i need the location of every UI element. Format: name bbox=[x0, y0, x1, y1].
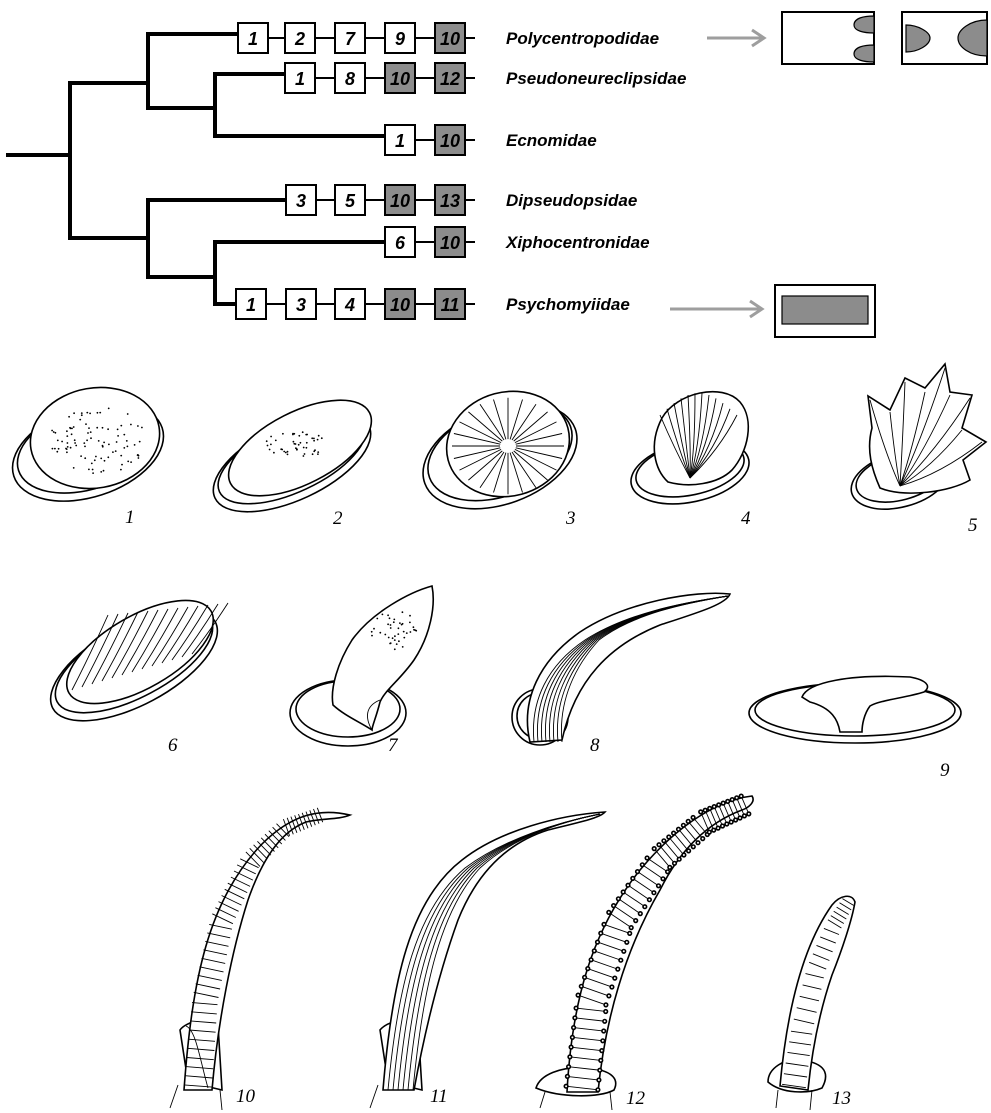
label-4: 4 bbox=[741, 508, 751, 529]
character-number: 1 bbox=[395, 131, 405, 151]
character-number: 10 bbox=[440, 233, 460, 253]
structure-drawing-2: 2 bbox=[199, 381, 386, 533]
structure-drawing-3: 3 bbox=[408, 378, 591, 529]
taxon-row-ecnomidae: 1 10 Ecnomidae bbox=[385, 125, 597, 155]
character-number: 1 bbox=[248, 29, 258, 49]
taxon-row-polycentropodidae: 1 2 7 9 10 Polycentropodidae bbox=[238, 23, 659, 53]
label-7: 7 bbox=[388, 735, 399, 756]
schematic-plate-pair bbox=[782, 12, 874, 64]
character-number: 10 bbox=[390, 191, 410, 211]
character-number: 3 bbox=[296, 191, 306, 211]
character-number: 1 bbox=[246, 295, 256, 315]
character-number: 10 bbox=[390, 295, 410, 315]
character-number: 12 bbox=[440, 69, 460, 89]
taxon-row-psychomyiidae: 1 3 4 10 11 Psychomyiidae bbox=[236, 289, 630, 319]
taxon-name: Ecnomidae bbox=[506, 131, 597, 150]
schematic-plate-lateral bbox=[902, 12, 987, 64]
structure-drawing-12: 12 bbox=[536, 794, 753, 1110]
taxon-name: Psychomyiidae bbox=[506, 295, 630, 314]
cladogram-branches bbox=[8, 34, 385, 304]
label-3: 3 bbox=[565, 508, 576, 529]
label-8: 8 bbox=[590, 735, 600, 756]
character-number: 4 bbox=[344, 295, 355, 315]
character-number: 13 bbox=[440, 191, 460, 211]
taxon-name: Pseudoneureclipsidae bbox=[506, 69, 686, 88]
label-12: 12 bbox=[626, 1088, 646, 1109]
character-number: 7 bbox=[345, 29, 356, 49]
structure-drawing-4: 4 bbox=[625, 392, 755, 529]
label-1: 1 bbox=[125, 507, 135, 528]
taxon-row-xiphocentronidae: 6 10 Xiphocentronidae bbox=[385, 227, 650, 257]
character-number: 9 bbox=[395, 29, 405, 49]
structure-drawing-8: 8 bbox=[512, 593, 730, 756]
character-number: 10 bbox=[440, 29, 460, 49]
taxon-name: Polycentropodidae bbox=[506, 29, 659, 48]
structure-drawing-6: 6 bbox=[34, 580, 234, 756]
polycentropodidae-arrow bbox=[707, 30, 764, 46]
character-number: 2 bbox=[294, 29, 305, 49]
character-number: 3 bbox=[296, 295, 306, 315]
schematic-plate-band bbox=[775, 285, 875, 337]
label-6: 6 bbox=[168, 735, 178, 756]
character-number: 10 bbox=[390, 69, 410, 89]
label-13: 13 bbox=[832, 1088, 851, 1109]
character-number: 8 bbox=[345, 69, 355, 89]
structure-drawing-7: 7 bbox=[290, 586, 433, 756]
character-number: 5 bbox=[345, 191, 356, 211]
taxon-row-dipseudopsidae: 3 5 10 13 Dipseudopsidae bbox=[286, 185, 637, 215]
psychomyiidae-arrow bbox=[670, 301, 762, 317]
character-number: 6 bbox=[395, 233, 406, 253]
label-10: 10 bbox=[236, 1086, 256, 1107]
structure-drawing-9: 9 bbox=[749, 676, 961, 781]
structure-drawing-13: 13 bbox=[768, 896, 855, 1110]
label-9: 9 bbox=[940, 760, 950, 781]
label-2: 2 bbox=[333, 508, 343, 529]
taxon-name: Dipseudopsidae bbox=[506, 191, 637, 210]
character-number: 11 bbox=[441, 295, 460, 315]
character-number: 1 bbox=[295, 69, 305, 89]
label-11: 11 bbox=[430, 1086, 448, 1107]
structure-drawing-10: 10 bbox=[170, 808, 350, 1110]
taxon-name: Xiphocentronidae bbox=[505, 233, 650, 252]
structure-drawing-1: 1 bbox=[0, 377, 176, 528]
taxon-row-pseudoneureclipsidae: 1 8 10 12 Pseudoneureclipsidae bbox=[285, 63, 686, 93]
label-5: 5 bbox=[968, 515, 978, 536]
structure-drawing-5: 5 bbox=[845, 364, 986, 536]
character-number: 10 bbox=[440, 131, 460, 151]
